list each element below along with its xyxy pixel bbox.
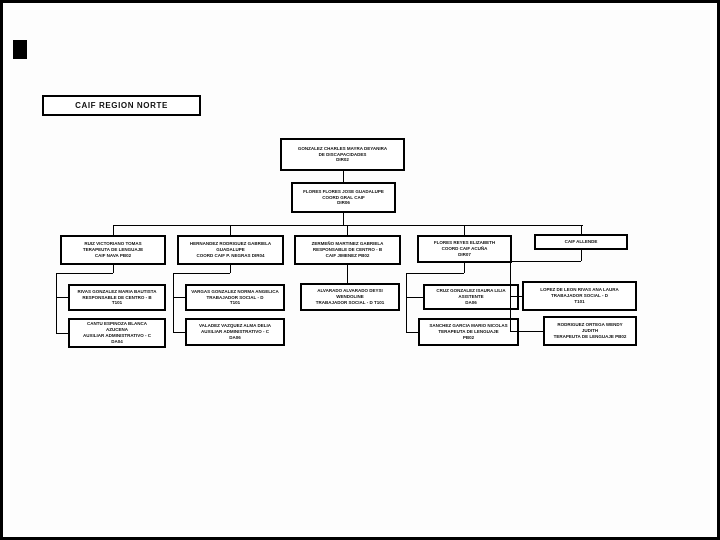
org-node-text-line: CAIF ALLENDE bbox=[564, 239, 598, 245]
org-node-text-line: FLORES REYES ELIZABETH bbox=[433, 240, 496, 246]
org-node-text-line: DIR02 bbox=[336, 157, 349, 163]
connector-segment bbox=[343, 171, 344, 182]
connector-segment bbox=[581, 225, 582, 234]
org-node-text-line: GUADALUPE bbox=[216, 247, 245, 253]
connector-segment bbox=[56, 297, 68, 298]
org-node-caif-allende: CAIF ALLENDE bbox=[534, 234, 628, 250]
org-node-text-line: SANCHEZ GARCIA MARIO NICOLAS bbox=[429, 323, 508, 329]
org-node-text-line: CAIF JIMENEZ PB02 bbox=[325, 252, 370, 258]
org-node-text-line: VARGAS GONZALEZ NORMA ANGELICA bbox=[191, 288, 279, 294]
org-node-text-line: DIR06 bbox=[337, 200, 350, 206]
connector-segment bbox=[56, 273, 57, 333]
chart-title-label: CAIF REGION NORTE bbox=[75, 101, 168, 110]
connector-segment bbox=[581, 250, 582, 261]
org-node-text-line: DA06 bbox=[465, 299, 477, 305]
org-node-text-line: LOPEZ DE LEON RIVAS ANA LAURA bbox=[540, 287, 619, 293]
org-node-text-line: RUIZ VICTORIANO TOMAS bbox=[84, 241, 142, 247]
org-node-text-line: FLORES FLORES JOSE GUADALUPE bbox=[303, 188, 384, 194]
connector-segment bbox=[510, 296, 522, 297]
connector-segment bbox=[464, 225, 465, 235]
org-node-text-line: COORD CAIF P. NEGRAS DIR04 bbox=[196, 252, 265, 258]
org-node-text-line: ZERMEÑO MARTINEZ GABRIELA bbox=[311, 241, 384, 247]
connector-segment bbox=[173, 273, 230, 274]
org-node-text-line: HERNANDEZ RODRIGUEZ GABRIELA bbox=[189, 241, 272, 247]
org-node-text-line: TERAPEUTA DE LENGUAJE bbox=[82, 247, 144, 253]
org-node-text-line: DA06 bbox=[229, 334, 241, 340]
org-node-text-line: AUXILIAR ADMINISTRATIVO - C bbox=[201, 329, 269, 335]
org-node-text-line: DIR07 bbox=[458, 251, 471, 257]
org-node-text-line: WENDOLINE bbox=[336, 294, 364, 300]
connector-segment bbox=[56, 273, 113, 274]
org-node-text-line: RESPONSABLE DE CENTRO - B bbox=[312, 247, 383, 253]
org-node-text-line: JUDITH bbox=[581, 328, 599, 334]
org-node-text-line: CRUZ GONZALEZ ISAURA LILIA bbox=[436, 288, 506, 294]
org-node-text-line: TERAPEUTA DE LENGUAJE bbox=[438, 329, 499, 335]
org-node-text-line: DA04 bbox=[111, 338, 123, 344]
connector-segment bbox=[406, 273, 464, 274]
org-node-text-line: RIVAS GONZALEZ MARIA BAUTISTA bbox=[77, 288, 157, 294]
connector-segment bbox=[173, 297, 185, 298]
org-node-text-line: TRABAJADOR SOCIAL - D bbox=[551, 293, 608, 299]
connector-segment bbox=[343, 213, 344, 225]
org-node-text-line: CAIF NAVA PB02 bbox=[94, 252, 132, 258]
org-node-text-line: T101 bbox=[229, 300, 241, 306]
connector-segment bbox=[113, 225, 583, 226]
org-node-text-line: PB02 bbox=[462, 334, 475, 340]
org-node-text-line: T101 bbox=[111, 300, 123, 306]
org-node-text-line: COORD CAIF ACUÑA bbox=[441, 246, 488, 252]
org-node-text-line: ASISTENTE bbox=[458, 294, 484, 300]
connector-segment bbox=[406, 297, 423, 298]
org-node-text-line: RODRIGUEZ ORTEGA WENDY bbox=[557, 322, 623, 328]
connector-segment bbox=[230, 265, 231, 273]
connector-segment bbox=[230, 225, 231, 235]
org-node-text-line: T101 bbox=[574, 298, 585, 304]
org-node-text-line: AUXILIAR ADMINISTRATIVO - C bbox=[83, 333, 151, 338]
connector-segment bbox=[347, 265, 348, 283]
connector-segment bbox=[113, 225, 114, 235]
connector-segment bbox=[406, 273, 407, 332]
connector-segment bbox=[510, 261, 581, 262]
org-node-text-line: RESPONSABLE DE CENTRO - B bbox=[82, 294, 152, 300]
org-node-text-line: TERAPEUTA DE LENGUAJE PB02 bbox=[553, 333, 627, 339]
org-node-text-line: COORD GRAL CAIF bbox=[322, 194, 365, 200]
org-node-text-line: DE DISCAPACIDADES bbox=[318, 151, 367, 157]
org-node-text-line: TRABAJADOR SOCIAL - D bbox=[206, 294, 264, 300]
corner-mark bbox=[13, 40, 27, 59]
org-node-text-line: GONZALEZ CHARLES MAYRA DEYANIRA bbox=[297, 145, 388, 151]
chart-title-box: CAIF REGION NORTE bbox=[42, 95, 201, 116]
connector-segment bbox=[347, 225, 348, 235]
connector-segment bbox=[56, 333, 68, 334]
org-node-text-line: TRABAJADOR SOCIAL - D T101 bbox=[315, 299, 385, 305]
connector-segment bbox=[406, 332, 418, 333]
connector-segment bbox=[113, 265, 114, 273]
org-node-text-line: CANTU ESPINOZA BLANCA bbox=[86, 321, 148, 327]
connector-segment bbox=[173, 332, 185, 333]
connector-segment bbox=[510, 331, 543, 332]
connector-segment bbox=[173, 273, 174, 332]
org-node-text-line: AZUCENA bbox=[106, 327, 128, 333]
org-node-text-line: VALADEZ VAZQUEZ ALMA DELIA bbox=[199, 323, 271, 329]
connector-segment bbox=[464, 263, 465, 273]
org-node-text-line: ALVARADO ALVARADO DEYSI bbox=[317, 288, 383, 294]
